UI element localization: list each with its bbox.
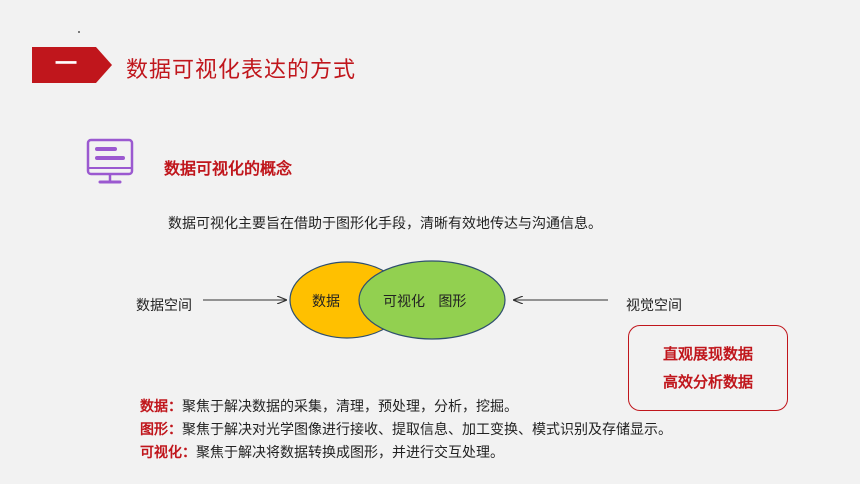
visual-circle bbox=[358, 260, 506, 340]
section-badge bbox=[32, 47, 112, 83]
highlight-box: 直观展现数据 高效分析数据 bbox=[628, 325, 788, 411]
monitor-icon bbox=[86, 138, 134, 184]
visual-space-label: 视觉空间 bbox=[626, 298, 682, 314]
data-space-label: 数据空间 bbox=[136, 298, 192, 314]
definition-term: 数据： bbox=[140, 399, 182, 415]
highlight-line-1: 直观展现数据 bbox=[662, 345, 753, 363]
definition-term: 图形： bbox=[140, 422, 182, 438]
page-title: 数据可视化表达的方式 bbox=[126, 58, 357, 83]
section-number: 一 bbox=[54, 52, 77, 77]
concept-description: 数据可视化主要旨在借助于图形化手段，清晰有效地传达与沟通信息。 bbox=[168, 216, 602, 232]
definition-item: 可视化：聚焦于解决将数据转换成图形，并进行交互处理。 bbox=[140, 442, 672, 465]
definition-text: 聚焦于解决数据的采集，清理，预处理，分析，挖掘。 bbox=[182, 399, 518, 415]
definitions-list: 数据：聚焦于解决数据的采集，清理，预处理，分析，挖掘。 图形：聚焦于解决对光学图… bbox=[140, 396, 672, 465]
highlight-line-2: 高效分析数据 bbox=[662, 373, 753, 391]
definition-term: 可视化： bbox=[140, 445, 196, 461]
definition-text: 聚焦于解决将数据转换成图形，并进行交互处理。 bbox=[196, 445, 504, 461]
circle-label-data: 数据 bbox=[312, 294, 340, 310]
circle-label-visual: 可视化 图形 bbox=[383, 294, 466, 310]
definition-item: 数据：聚焦于解决数据的采集，清理，预处理，分析，挖掘。 bbox=[140, 396, 672, 419]
definition-item: 图形：聚焦于解决对光学图像进行接收、提取信息、加工变换、模式识别及存储显示。 bbox=[140, 419, 672, 442]
decor-dot bbox=[78, 31, 80, 33]
definition-text: 聚焦于解决对光学图像进行接收、提取信息、加工变换、模式识别及存储显示。 bbox=[182, 422, 672, 438]
concept-subtitle: 数据可视化的概念 bbox=[164, 159, 293, 178]
